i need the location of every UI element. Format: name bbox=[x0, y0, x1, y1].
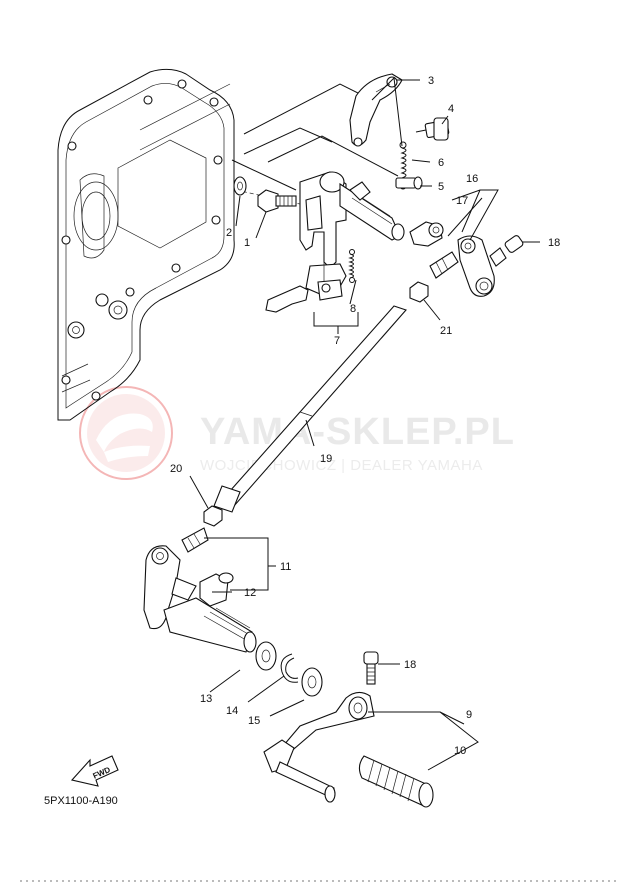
callout-1: 1 bbox=[244, 237, 250, 249]
callout-9: 9 bbox=[466, 709, 472, 721]
callout-labels: 3 4 6 5 16 17 18 2 1 8 7 21 19 20 11 12 … bbox=[170, 75, 560, 757]
callout-7: 7 bbox=[334, 335, 340, 347]
watermark-logo bbox=[79, 386, 173, 480]
part-bolt-18-upper bbox=[489, 235, 524, 267]
callout-2: 2 bbox=[226, 227, 232, 239]
callout-14: 14 bbox=[226, 705, 238, 717]
callout-21: 21 bbox=[440, 325, 452, 337]
callout-13: 13 bbox=[200, 693, 212, 705]
part-bolt-4 bbox=[415, 117, 450, 141]
part-bolt-5 bbox=[395, 176, 423, 190]
part-shift-pedal-9 bbox=[263, 691, 375, 803]
callout-6: 6 bbox=[438, 157, 444, 169]
callout-15: 15 bbox=[248, 715, 260, 727]
crankcase-outline bbox=[57, 68, 235, 421]
callout-17: 17 bbox=[456, 195, 468, 207]
part-bolt-18-lower bbox=[363, 651, 379, 685]
leader-lines bbox=[189, 77, 540, 771]
part-joint-12 bbox=[199, 572, 234, 607]
callout-8: 8 bbox=[350, 303, 356, 315]
part-collar-15 bbox=[301, 667, 323, 697]
part-spring-8 bbox=[348, 249, 355, 283]
callout-11: 11 bbox=[280, 561, 291, 573]
callout-12: 12 bbox=[244, 587, 256, 599]
part-lever-16 bbox=[429, 235, 495, 297]
part-nut-21 bbox=[409, 281, 429, 303]
part-shift-shaft-7 bbox=[265, 171, 405, 313]
fwd-arrow-icon: FWD bbox=[70, 755, 119, 787]
part-stopper-lever bbox=[349, 73, 403, 147]
callout-20: 20 bbox=[170, 463, 182, 475]
callout-10: 10 bbox=[454, 745, 466, 757]
part-circlip-14 bbox=[280, 653, 299, 683]
part-bolt-1 bbox=[257, 189, 297, 213]
part-pedal-rubber-10 bbox=[358, 755, 434, 808]
part-rod-end-11 bbox=[181, 527, 209, 553]
watermark-subtitle: WOJCIECHOWICZ | DEALER YAMAHA bbox=[200, 457, 483, 474]
diagram-code: 5PX1100-A190 bbox=[44, 795, 118, 807]
part-washer-13 bbox=[255, 641, 277, 671]
part-nut-20 bbox=[203, 505, 223, 527]
part-washer-2 bbox=[233, 176, 247, 196]
callout-18-upper: 18 bbox=[548, 237, 560, 249]
callout-3: 3 bbox=[428, 75, 434, 87]
callout-18-lower: 18 bbox=[404, 659, 416, 671]
callout-5: 5 bbox=[438, 181, 444, 193]
callout-19: 19 bbox=[320, 453, 332, 465]
part-shift-rod-19 bbox=[213, 305, 407, 513]
callout-16: 16 bbox=[466, 173, 478, 185]
part-shift-lever-lower bbox=[143, 545, 257, 653]
part-rod-end-17 bbox=[409, 221, 444, 247]
callout-4: 4 bbox=[448, 103, 454, 115]
watermark-brand: YAMA-SKLEP.PL bbox=[200, 411, 515, 453]
